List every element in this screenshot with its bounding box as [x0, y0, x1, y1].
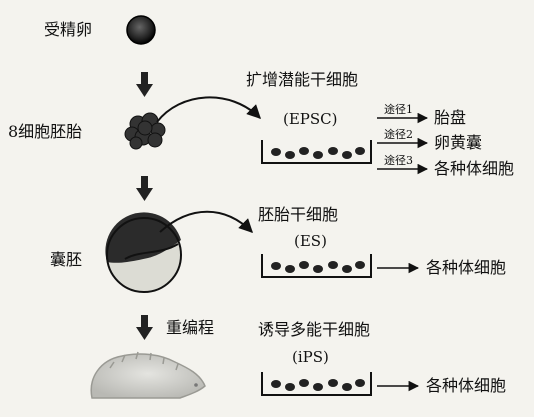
8-cell-embryo-label: 8细胞胚胎	[8, 124, 82, 140]
ips-result-somatic: 各种体细胞	[426, 378, 506, 394]
epsc-title: 扩增潜能干细胞	[246, 72, 358, 88]
epsc-culture-dish	[262, 140, 371, 163]
down-arrow-2	[136, 176, 153, 201]
ips-culture-dish	[262, 372, 371, 395]
blastocyst-label: 囊胚	[50, 252, 82, 268]
es-title: 胚胎干细胞	[258, 207, 338, 223]
epsc-path-2-label: 途径2	[384, 129, 413, 140]
ips-title: 诱导多能干细胞	[258, 322, 370, 338]
zygote-cell-icon	[127, 16, 155, 44]
es-culture-dish	[262, 254, 371, 277]
epsc-result-placenta: 胎盘	[434, 110, 466, 126]
epsc-path-1-label: 途径1	[384, 104, 413, 115]
es-abbr: (ES)	[294, 234, 327, 249]
mouse-animal-icon	[91, 352, 205, 398]
down-arrow-1	[136, 72, 153, 97]
curved-arrow-embryo-to-epsc	[157, 97, 260, 122]
epsc-result-somatic: 各种体细胞	[434, 161, 514, 177]
epsc-result-yolk-sac: 卵黄囊	[434, 135, 482, 151]
es-result-somatic: 各种体细胞	[426, 260, 506, 276]
zygote-label: 受精卵	[44, 22, 92, 38]
ips-abbr: (iPS)	[292, 350, 329, 365]
epsc-path-3-label: 途径3	[384, 155, 413, 166]
reprogramming-label: 重编程	[166, 320, 214, 336]
epsc-abbr: (EPSC)	[283, 112, 338, 127]
down-arrow-3	[136, 315, 153, 340]
